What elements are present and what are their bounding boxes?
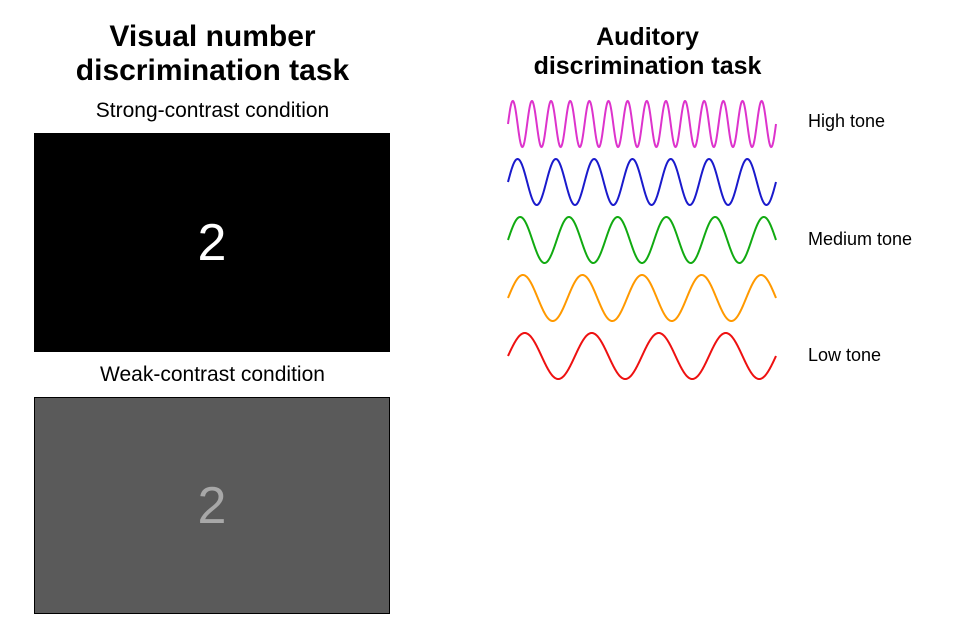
waveform-low [507,332,777,380]
auditory-task-title-line2: discrimination task [533,52,762,80]
visual-task-title-line1: Visual number [109,20,316,53]
strong-contrast-panel: 2 [34,133,390,352]
weak-contrast-panel: 2 [34,397,390,614]
waveform-high [507,99,777,149]
weak-contrast-digit: 2 [197,476,227,535]
auditory-task-title: Auditory discrimination task [505,23,790,81]
waveform-medium-low [507,273,777,323]
strong-contrast-digit: 2 [197,213,227,272]
tone-waveforms [507,99,777,380]
strong-contrast-label: Strong-contrast condition [95,99,330,122]
waveform-medium [507,215,777,265]
medium-tone-label: Medium tone [808,229,913,249]
weak-contrast-label: Weak-contrast condition [100,363,325,386]
high-tone-label: High tone [808,111,886,131]
visual-task-title: Visual number discrimination task [30,20,395,88]
waveform-medium-high [507,157,777,207]
auditory-task-title-line1: Auditory [596,23,699,51]
low-tone-label: Low tone [808,345,882,365]
visual-task-title-line2: discrimination task [75,54,350,87]
